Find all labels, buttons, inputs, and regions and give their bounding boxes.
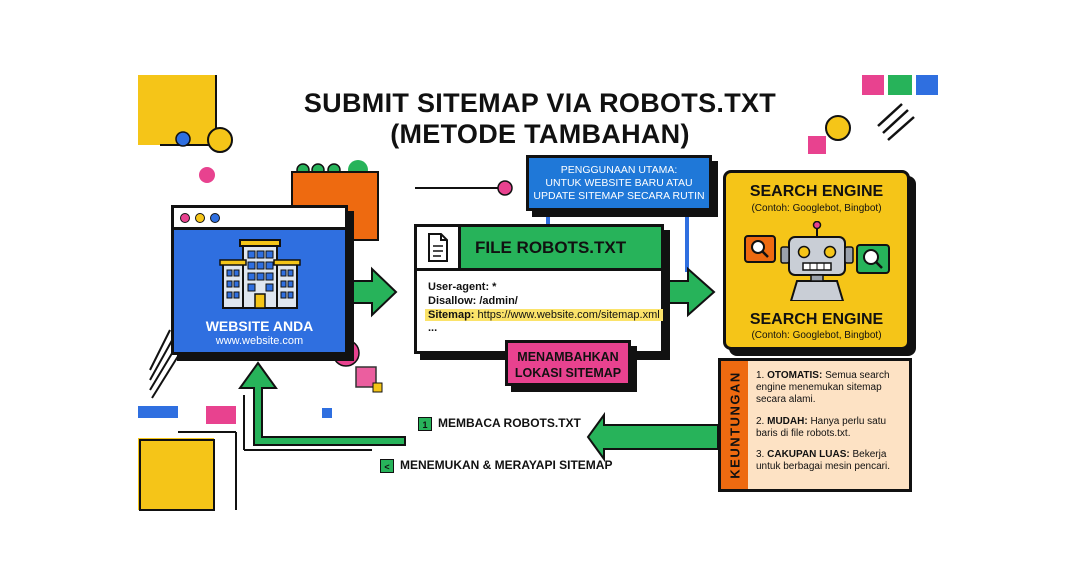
robots-line-ellipsis: ... <box>428 322 438 334</box>
search-engine-title-bottom: SEARCH ENGINE <box>749 311 884 328</box>
robots-file-panel: FILE ROBOTS.TXT User-agent: * Disallow: … <box>414 224 664 354</box>
window-dot-yellow <box>195 213 205 223</box>
usage-note: PENGGUNAAN UTAMA: UNTUK WEBSITE BARU ATA… <box>526 155 712 211</box>
robot-icon <box>744 221 890 301</box>
sitemap-key: Sitemap: <box>428 309 475 321</box>
robots-line-disallow: Disallow: /admin/ <box>428 295 518 307</box>
benefit-number: 2. <box>756 416 765 427</box>
benefits-tab: KEUNTUNGAN <box>718 358 751 492</box>
robots-file-header: FILE ROBOTS.TXT <box>417 227 661 271</box>
step-read-robots: 1 MEMBACA ROBOTS.TXT <box>418 416 581 431</box>
step-1-label: MEMBACA ROBOTS.TXT <box>438 416 581 430</box>
add-note-line-1: MENAMBAHKAN <box>517 350 619 364</box>
robots-line-user-agent: User-agent: * <box>428 281 497 293</box>
benefit-number: 3. <box>756 449 765 460</box>
search-engine-title-top: SEARCH ENGINE <box>749 183 884 200</box>
benefit-key: OTOMATIS: <box>767 370 823 381</box>
website-window: WEBSITE ANDA www.website.com <box>171 205 348 355</box>
benefit-item: 2. MUDAH: Hanya perlu satu baris di file… <box>756 416 906 440</box>
benefit-item: 3. CAKUPAN LUAS: Bekerja untuk berbagai … <box>756 449 906 473</box>
robots-line-sitemap: Sitemap: https://www.website.com/sitemap… <box>425 309 663 321</box>
usage-note-line-1: PENGGUNAAN UTAMA: <box>560 164 678 176</box>
benefit-key: CAKUPAN LUAS: <box>767 449 850 460</box>
document-icon <box>417 227 461 268</box>
building-icon <box>219 239 301 309</box>
title-line-1: SUBMIT SITEMAP VIA ROBOTS.TXT <box>303 88 777 118</box>
search-engine-sub-bottom: (Contoh: Googlebot, Bingbot) <box>751 330 882 341</box>
add-sitemap-note: MENAMBAHKAN LOKASI SITEMAP <box>505 340 631 386</box>
add-note-line-2: LOKASI SITEMAP <box>514 366 622 380</box>
title-line-2: (METODE TAMBAHAN) <box>390 119 690 149</box>
browser-title-bar <box>174 208 345 230</box>
search-engine-sub-top: (Contoh: Googlebot, Bingbot) <box>751 203 882 214</box>
website-name: WEBSITE ANDA <box>205 318 314 334</box>
robots-file-title: FILE ROBOTS.TXT <box>475 238 627 257</box>
benefit-item: 1. OTOMATIS: Semua search engine menemuk… <box>756 370 906 406</box>
sitemap-url: https://www.website.com/sitemap.xml <box>477 309 660 321</box>
benefit-text: Hanya perlu satu baris di file robots.tx… <box>756 416 887 439</box>
benefit-number: 1. <box>756 370 765 381</box>
benefits-list: 1. OTOMATIS: Semua search engine menemuk… <box>748 358 912 492</box>
window-dot-blue <box>210 213 220 223</box>
step-2-label: MENEMUKAN & MERAYAPI SITEMAP <box>400 458 613 472</box>
benefit-key: MUDAH: <box>767 416 808 427</box>
step-crawl-sitemap: < MENEMUKAN & MERAYAPI SITEMAP <box>380 458 612 473</box>
search-engine-panel: SEARCH ENGINE (Contoh: Googlebot, Bingbo… <box>723 170 910 350</box>
usage-note-line-3: UPDATE SITEMAP SECARA RUTIN <box>533 190 705 202</box>
website-url: www.website.com <box>215 335 304 347</box>
window-dot-pink <box>180 213 190 223</box>
diagram-title: SUBMIT SITEMAP VIA ROBOTS.TXT (METODE TA… <box>240 88 840 150</box>
usage-note-line-2: UNTUK WEBSITE BARU ATAU <box>545 177 693 189</box>
benefit-text: Bekerja untuk berbagai mesin pencari. <box>756 449 890 472</box>
benefits-tab-label: KEUNTUNGAN <box>727 371 742 479</box>
benefit-text: Semua search engine menemukan sitemap se… <box>756 370 890 405</box>
step-1-marker: 1 <box>418 416 432 431</box>
step-2-marker: < <box>380 458 394 473</box>
